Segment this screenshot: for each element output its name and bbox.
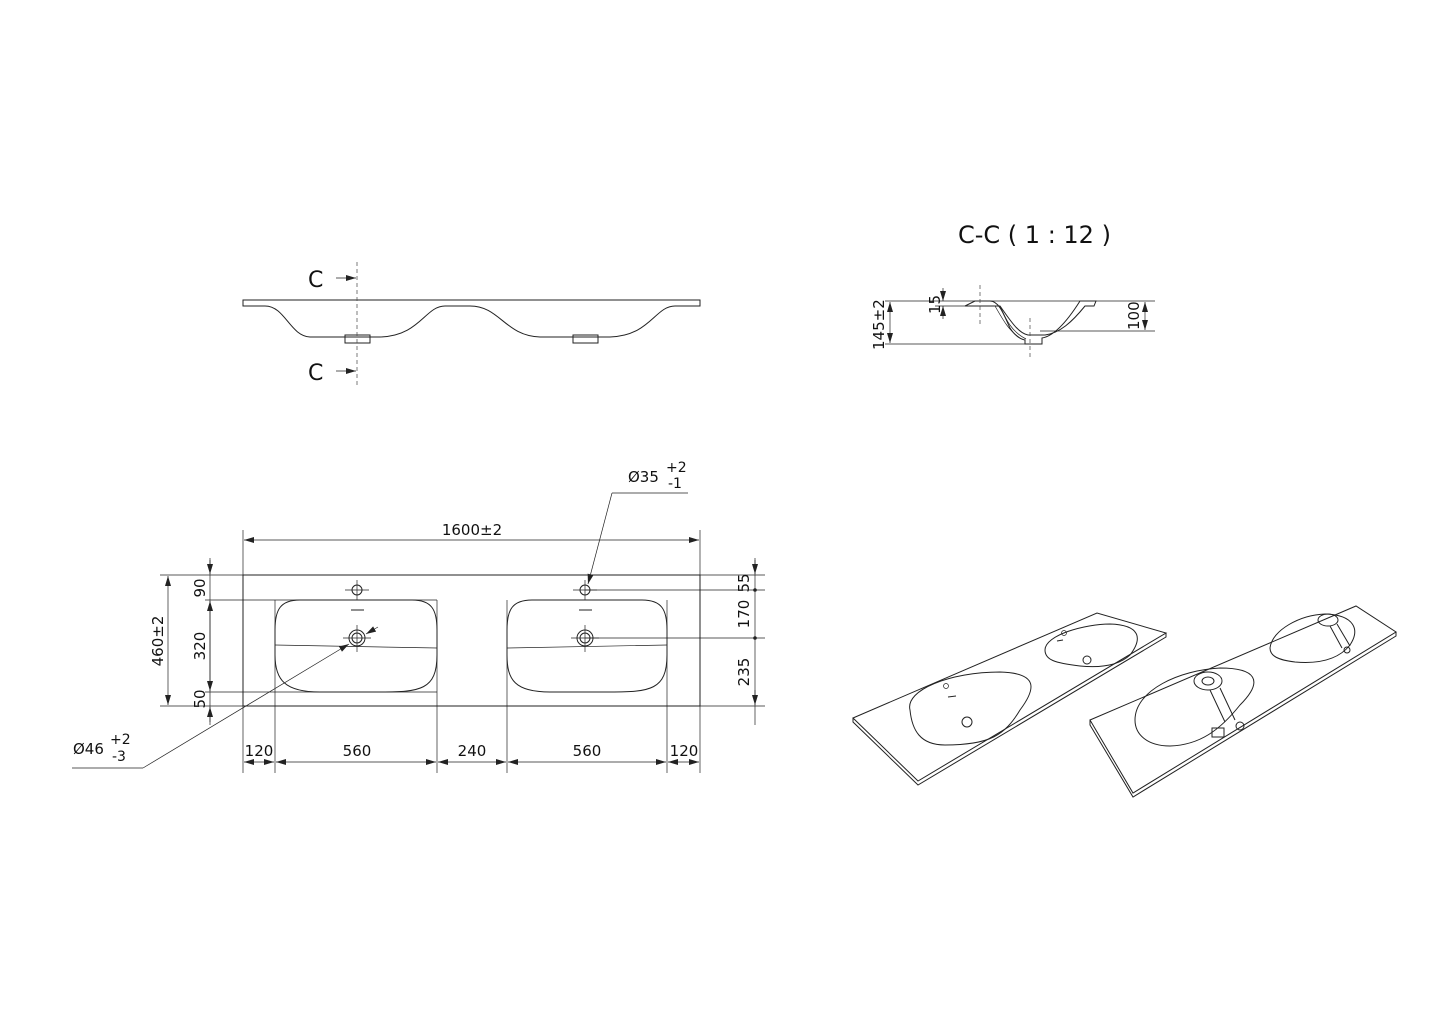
dim-170: 170 [735, 600, 753, 629]
tap-hole-label: Ø35 [628, 468, 659, 486]
dim-bottom-3: 560 [573, 742, 602, 760]
section-view: C-C ( 1 : 12 ) 145±2 15 100 [870, 221, 1155, 360]
dim-235: 235 [735, 658, 753, 687]
dim-460: 460±2 [149, 616, 167, 667]
dim-100: 100 [1125, 301, 1143, 330]
section-title: C-C ( 1 : 12 ) [958, 221, 1111, 249]
dim-50: 50 [191, 689, 209, 708]
drain-hole-tol-minus: -3 [112, 749, 126, 765]
isometric-top-view [852, 612, 1168, 786]
dim-bottom-4: 120 [670, 742, 699, 760]
drain-hole-label: Ø46 [73, 740, 104, 758]
front-elevation: C C [242, 262, 701, 386]
dim-bottom-1: 560 [343, 742, 372, 760]
basin-left [274, 599, 438, 693]
isometric-bottom-view [1089, 605, 1397, 798]
dim-145: 145±2 [870, 299, 888, 350]
plan-view: 1600±2 120 560 240 560 120 460±2 90 320 … [72, 460, 765, 773]
dim-15: 15 [926, 295, 944, 314]
drain-hole-tol-plus: +2 [110, 732, 131, 748]
section-mark-top: C [308, 268, 323, 293]
tap-hole-tol-minus: -1 [668, 476, 682, 492]
dim-bottom-2: 240 [458, 742, 487, 760]
dim-55: 55 [735, 573, 753, 592]
dim-90: 90 [191, 578, 209, 597]
dim-320: 320 [191, 632, 209, 661]
section-mark-bottom: C [308, 361, 323, 386]
dim-bottom-0: 120 [245, 742, 274, 760]
tap-hole-tol-plus: +2 [666, 460, 687, 476]
dim-1600: 1600±2 [442, 521, 502, 539]
basin-right [506, 599, 668, 693]
